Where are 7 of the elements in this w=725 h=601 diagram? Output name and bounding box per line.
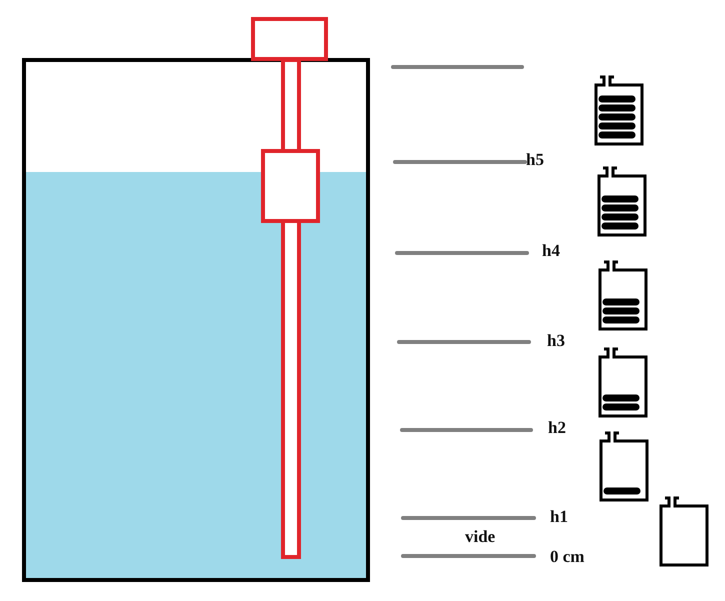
level-label: 0 cm — [550, 548, 584, 566]
level-label: h1 — [550, 508, 568, 526]
level-label: h4 — [542, 242, 560, 260]
level-label: h2 — [548, 419, 566, 437]
level-label: vide — [465, 528, 496, 546]
level-label: h3 — [547, 332, 565, 350]
level-label: h5 — [526, 151, 544, 169]
